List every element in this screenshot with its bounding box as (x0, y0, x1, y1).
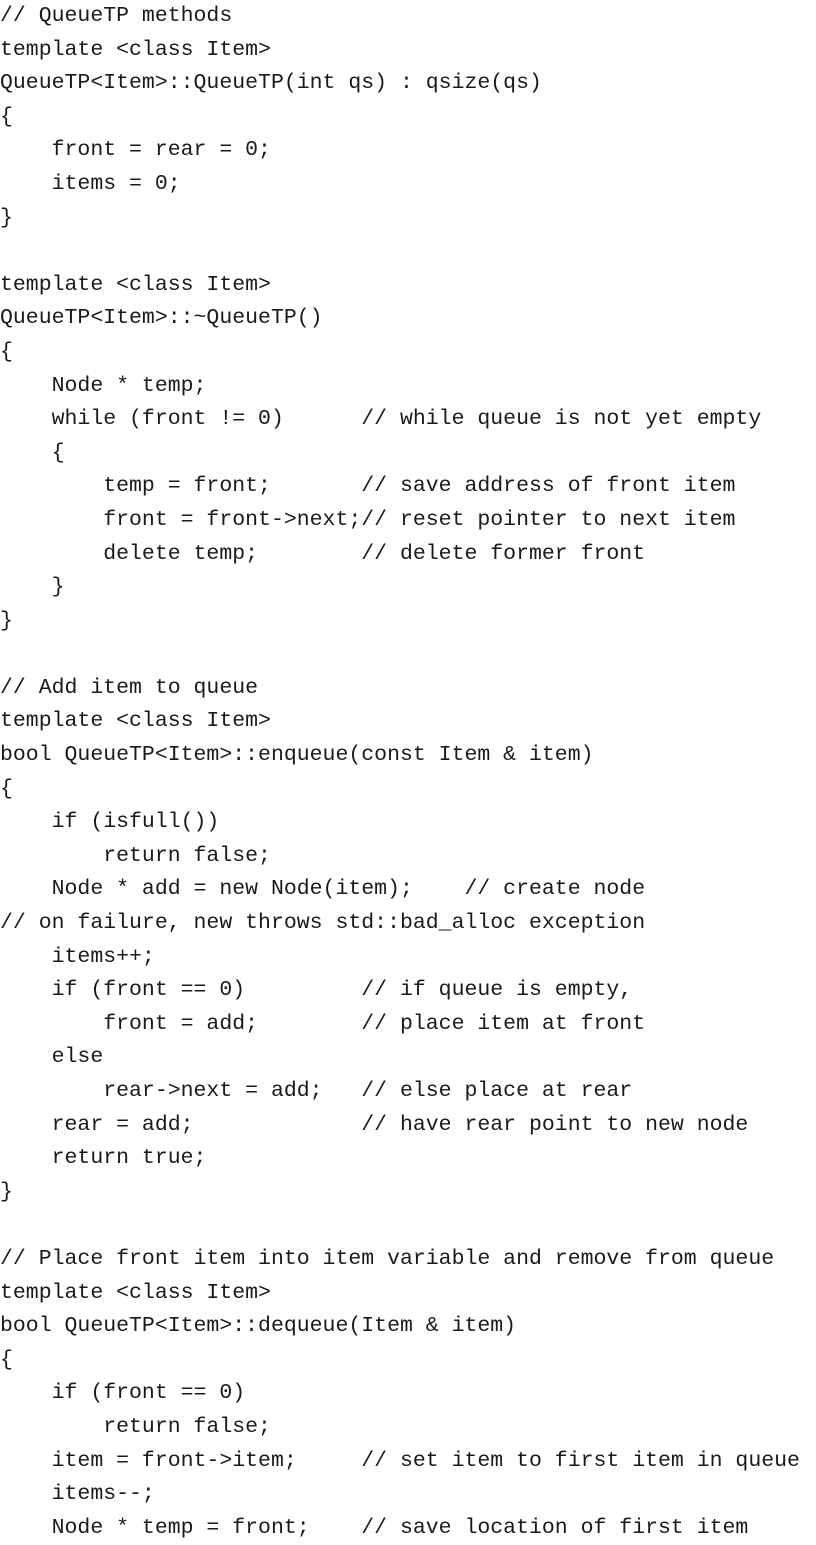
code-line: template <class Item> (0, 272, 271, 297)
code-line: return false; (0, 843, 271, 868)
code-line: } (0, 1179, 13, 1204)
code-line: else (0, 1045, 104, 1070)
code-line: Node * temp; (0, 373, 207, 398)
code-line: items--; (0, 1482, 155, 1507)
code-line: return true; (0, 1146, 207, 1171)
code-line: } (0, 575, 65, 600)
code-line: QueueTP<Item>::~QueueTP() (0, 306, 323, 331)
code-line: // QueueTP methods (0, 4, 233, 28)
code-line (0, 1209, 816, 1243)
code-line: bool QueueTP<Item>::dequeue(Item & item) (0, 1314, 517, 1339)
code-line: front = front->next;// reset pointer to … (0, 507, 736, 532)
code-line: return false; (0, 1414, 271, 1439)
code-line: item = front->item; // set item to first… (0, 1448, 800, 1473)
code-line: { (0, 776, 13, 801)
code-line: { (0, 440, 65, 465)
code-line: Node * add = new Node(item); // create n… (0, 877, 646, 902)
code-line: { (0, 1347, 13, 1372)
code-line: // on failure, new throws std::bad_alloc… (0, 911, 646, 936)
code-line (0, 638, 816, 672)
code-line: template <class Item> (0, 37, 271, 62)
code-line: { (0, 339, 13, 364)
code-line: delete temp; // delete former front (0, 541, 646, 566)
code-line: while (front != 0) // while queue is not… (0, 407, 762, 432)
code-line: items = 0; (0, 171, 181, 196)
code-line: items++; (0, 944, 155, 969)
code-line: rear = add; // have rear point to new no… (0, 1112, 749, 1137)
code-line: template <class Item> (0, 709, 271, 734)
code-line: if (front == 0) (0, 1381, 246, 1406)
code-line: QueueTP<Item>::QueueTP(int qs) : qsize(q… (0, 71, 542, 96)
code-line: bool QueueTP<Item>::enqueue(const Item &… (0, 743, 594, 768)
code-line: front = rear = 0; (0, 138, 271, 163)
code-line: Node * temp = front; // save location of… (0, 1515, 749, 1540)
code-line: // Place front item into item variable a… (0, 1246, 775, 1271)
code-line: rear->next = add; // else place at rear (0, 1079, 633, 1103)
code-line: } (0, 608, 13, 633)
code-line: template <class Item> (0, 1280, 271, 1305)
code-line: { (0, 104, 13, 129)
code-line: if (front == 0) // if queue is empty, (0, 978, 633, 1003)
code-line: // Add item to queue (0, 675, 259, 700)
code-line (0, 235, 816, 269)
code-line: if (isfull()) (0, 810, 220, 835)
code-line: front = add; // place item at front (0, 1011, 646, 1036)
code-line: } (0, 205, 13, 230)
code-line: temp = front; // save address of front i… (0, 474, 736, 499)
